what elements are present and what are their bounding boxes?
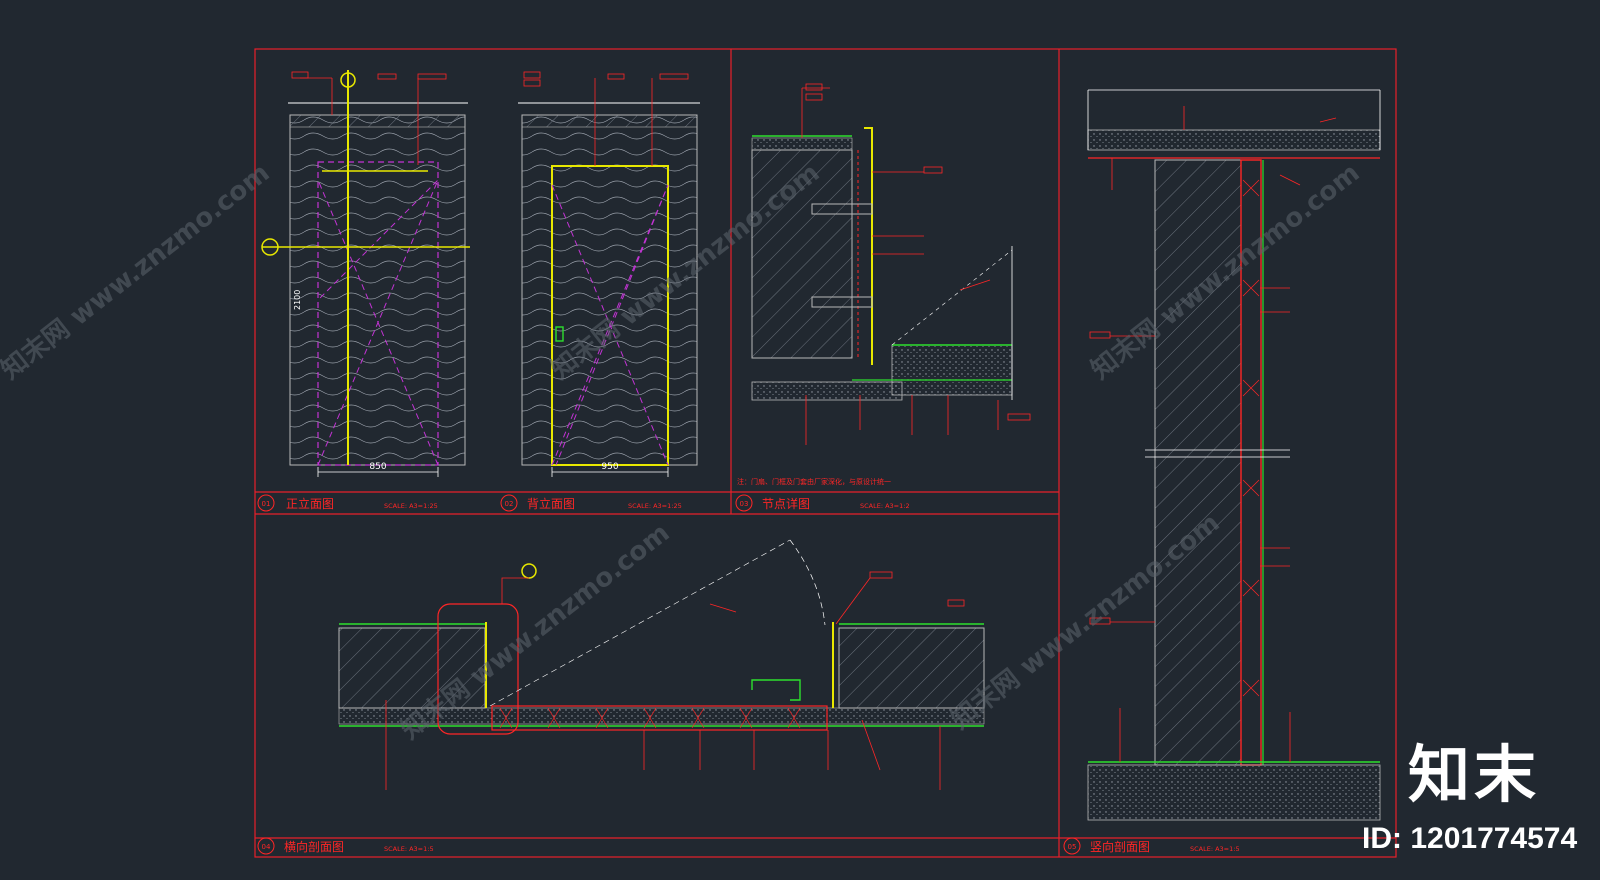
title-block-horizontal: 04 横向剖面图 SCALE: A3=1:5 [257, 837, 434, 855]
vertical-title: 竖向剖面图 [1090, 839, 1150, 854]
asset-id: ID: 1201774574 [1362, 822, 1578, 855]
node-scale: SCALE: A3=1:2 [860, 502, 910, 510]
vertical-number: 05 [1068, 843, 1077, 851]
front-number: 01 [262, 500, 271, 508]
vertical-section-panel [1087, 89, 1381, 821]
back-scale: SCALE: A3=1:25 [628, 502, 682, 510]
title-block-front: 01 正立面图 SCALE: A3=1:25 [257, 494, 438, 512]
site-logo: 知末 [1408, 738, 1541, 811]
title-block-node: 03 节点详图 SCALE: A3=1:2 [735, 494, 910, 512]
title-block-vertical: 05 竖向剖面图 SCALE: A3=1:5 [1063, 837, 1240, 855]
sheet-frame [254, 48, 1397, 858]
front-width-dimension: 850 [369, 462, 386, 472]
horizontal-section-panel [338, 539, 985, 790]
node-detail-panel: 注：门扇、门框及门套由厂家深化，与原设计统一 [737, 83, 1031, 486]
front-height-dimension: 2100 [293, 290, 302, 310]
watermark-text: 知末网 www.znzmo.com [0, 158, 275, 386]
back-number: 02 [505, 500, 514, 508]
node-note: 注：门扇、门框及门套由厂家深化，与原设计统一 [737, 477, 891, 486]
title-block-back: 02 背立面图 SCALE: A3=1:25 [500, 494, 682, 512]
front-title: 正立面图 [286, 496, 334, 511]
horizontal-scale: SCALE: A3=1:5 [384, 845, 434, 853]
horizontal-title: 横向剖面图 [284, 839, 344, 854]
front-scale: SCALE: A3=1:25 [384, 502, 438, 510]
back-elevation-panel: 950 [518, 71, 700, 477]
vertical-scale: SCALE: A3=1:5 [1190, 845, 1240, 853]
node-number: 03 [740, 500, 749, 508]
back-title: 背立面图 [527, 496, 575, 511]
horizontal-number: 04 [262, 843, 271, 851]
node-title: 节点详图 [762, 496, 810, 511]
front-elevation-panel: 850 2100 [261, 70, 470, 477]
back-width-dimension: 950 [601, 462, 618, 472]
